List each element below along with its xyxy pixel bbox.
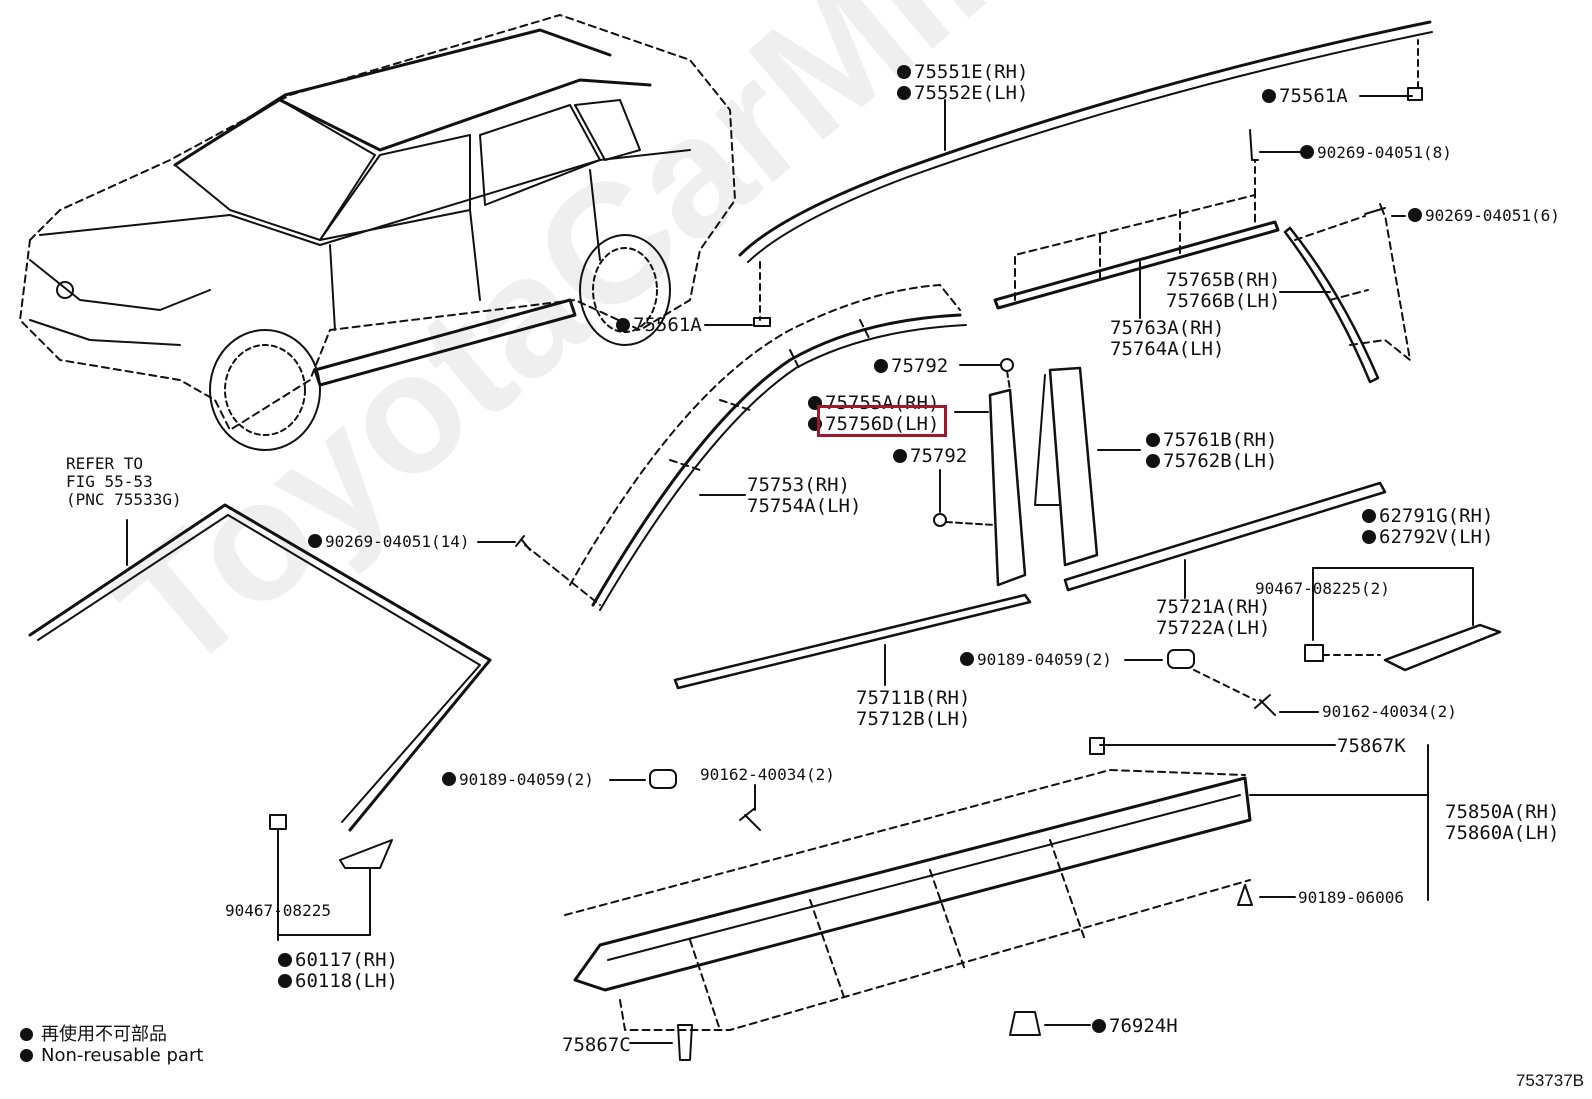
label-62792v: 62792V(LH) <box>1362 527 1493 547</box>
label-90269-04051-8: 90269-04051(8) <box>1300 144 1452 162</box>
label-75761b: 75761B(RH) <box>1146 430 1277 450</box>
non-reusable-dot-icon <box>616 318 630 332</box>
non-reusable-dot-icon <box>1300 145 1314 159</box>
refer-note-line2: FIG 55-53 <box>66 472 153 491</box>
non-reusable-dot-icon <box>1262 89 1276 103</box>
label-75712b: 75712B(LH) <box>856 708 971 730</box>
non-reusable-dot-icon <box>1146 454 1160 468</box>
label-75850a: 75850A(RH) <box>1445 801 1560 823</box>
label-75552e: 75552E(LH) <box>897 83 1028 103</box>
label-90162-40034-a: 90162-40034(2) <box>1322 702 1457 721</box>
quarter-garnish <box>1279 203 1411 384</box>
roof-moulding <box>704 20 1433 327</box>
windshield-moulding <box>28 503 492 941</box>
label-90467-08225: 90467-08225 <box>225 901 331 920</box>
label-75753: 75753(RH) <box>747 474 850 496</box>
legend-en: Non-reusable part <box>20 1045 203 1066</box>
label-75763a: 75763A(RH) <box>1110 317 1225 339</box>
label-90189-04059-b: 90189-04059(2) <box>442 771 594 789</box>
label-75860a: 75860A(LH) <box>1445 822 1560 844</box>
label-75561a-top: 75561A <box>1262 86 1348 106</box>
non-reusable-dot-icon <box>442 772 456 786</box>
rocker-moulding <box>564 649 1429 1061</box>
rear-door-frame-top <box>993 129 1301 319</box>
label-75792-a: 75792 <box>874 356 948 376</box>
non-reusable-dot-icon <box>1362 530 1376 544</box>
label-75711b: 75711B(RH) <box>856 687 971 709</box>
label-62791g: 62791G(RH) <box>1362 506 1493 526</box>
rear-small-garnish <box>1304 567 1502 672</box>
non-reusable-dot-icon <box>308 534 322 548</box>
figure-number: 753737B <box>1515 1071 1584 1090</box>
non-reusable-dot-icon <box>1146 433 1160 447</box>
label-75754a: 75754A(LH) <box>747 495 862 517</box>
label-75765b: 75765B(RH) <box>1166 269 1281 291</box>
pillar-garnishes <box>933 358 1141 587</box>
label-75721a: 75721A(RH) <box>1156 596 1271 618</box>
label-90189-04059-a: 90189-04059(2) <box>960 651 1112 669</box>
non-reusable-dot-icon <box>897 86 911 100</box>
label-75551e: 75551E(RH) <box>897 62 1028 82</box>
highlight-box-75756d <box>817 405 947 437</box>
label-75766b: 75766B(LH) <box>1166 290 1281 312</box>
non-reusable-dot-icon <box>20 1049 33 1062</box>
belt-mouldings <box>673 481 1387 690</box>
non-reusable-dot-icon <box>960 652 974 666</box>
non-reusable-dot-icon <box>1092 1019 1106 1033</box>
label-75792-b: 75792 <box>893 446 967 466</box>
label-75722a: 75722A(LH) <box>1156 617 1271 639</box>
non-reusable-dot-icon <box>278 953 292 967</box>
label-90189-06006: 90189-06006 <box>1298 888 1404 907</box>
front-door-frame-moulding <box>477 284 967 611</box>
label-90162-40034-b: 90162-40034(2) <box>700 765 835 784</box>
label-90269-04051-6: 90269-04051(6) <box>1408 207 1560 225</box>
refer-note-line1: REFER TO <box>66 454 144 473</box>
label-75867c: 75867C <box>562 1034 631 1056</box>
non-reusable-dot-icon <box>1362 509 1376 523</box>
label-75561a-low: 75561A <box>616 315 702 335</box>
refer-note-line3: (PNC 75533G) <box>66 490 182 509</box>
label-60118: 60118(LH) <box>278 971 398 991</box>
label-75762b: 75762B(LH) <box>1146 451 1277 471</box>
non-reusable-dot-icon <box>897 65 911 79</box>
label-90269-04051-14: 90269-04051(14) <box>308 533 470 551</box>
vehicle-illustration <box>19 14 736 451</box>
label-76924h: 76924H <box>1092 1016 1178 1036</box>
non-reusable-dot-icon <box>20 1028 33 1041</box>
non-reusable-dot-icon <box>874 359 888 373</box>
legend-jp: 再使用不可部品 <box>20 1020 167 1046</box>
non-reusable-dot-icon <box>893 449 907 463</box>
label-75867k: 75867K <box>1337 735 1406 757</box>
non-reusable-dot-icon <box>1408 208 1422 222</box>
label-90467-08225-2: 90467-08225(2) <box>1255 579 1390 598</box>
label-75764a: 75764A(LH) <box>1110 338 1225 360</box>
refer-note: REFER TO FIG 55-53 (PNC 75533G) <box>66 455 182 509</box>
non-reusable-dot-icon <box>278 974 292 988</box>
label-60117: 60117(RH) <box>278 950 398 970</box>
